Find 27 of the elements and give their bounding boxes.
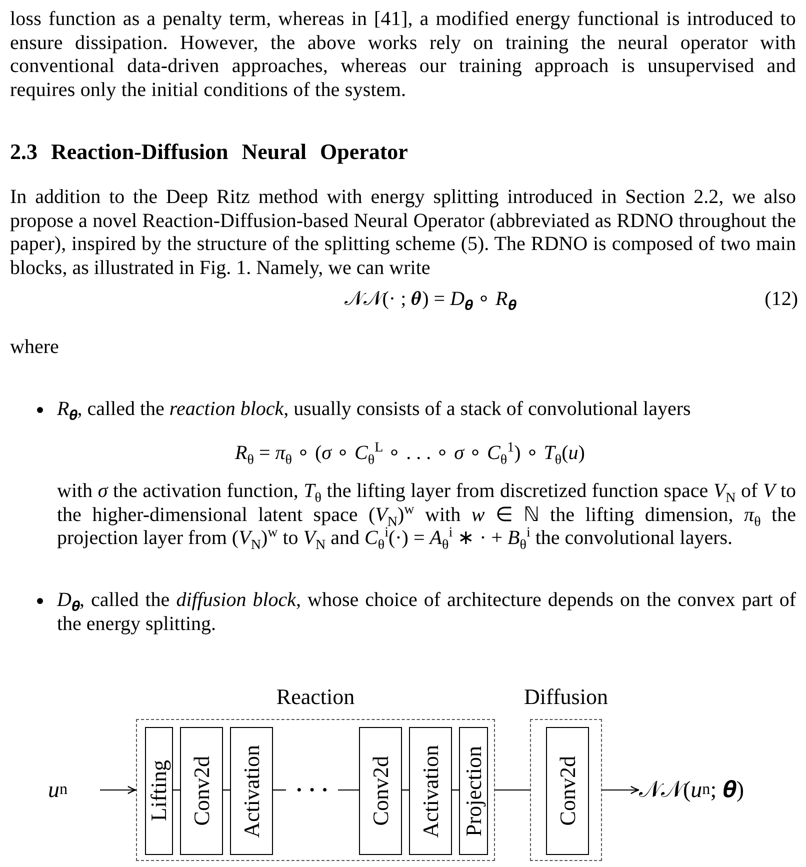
paragraph: loss function as a penalty term, whereas in [41], a modified energy functional is introduced to ensure dissipation. However, the above works rely on training the neural operator with conventional data-driven approaches, whereas our training approach is unsupervised and requires only the initial conditions of the system. <box>10 8 796 102</box>
paragraph: where <box>10 336 60 360</box>
layer-box: Projection <box>459 727 488 855</box>
section-heading: 2.3 Reaction-Diffusion Neural Operator <box>10 140 408 164</box>
layer-box: Activation <box>230 727 273 855</box>
paragraph: In addition to the Deep Ritz method with energy splitting introduced in Section 2.2, we also propose a novel Reaction-Diffusion-based Neural Operator (abbreviated as RDNO throughout the paper), inspired by the structure of the splitting scheme (5). The RDNO is composed of two main blocks, as illustrated in Fig. 1. Namely, we can write <box>10 186 796 280</box>
paragraph: with σ the activation function, T$_{θ}$ the lifting layer from discretized function space V$_{N}$ of V to the higher-dimensional latent space (V$_{N}$)$^{w}$ with w ∈ ℕ the lifting dimension, π$_{θ}$ the projection layer from (V$_{N}$)$^{w}$ to V$_{N}$ and C$_{θ}$$^{i}$(·) = A$_{θ}$$^{i}$ ∗ · + B$_{θ}$$^{i}$ the convolutional layers. <box>57 480 796 550</box>
bullet-text: R$_{𝜽}$, called the reaction block, usually consists of a stack of convolutional layers <box>57 398 692 422</box>
connector-line <box>452 789 459 791</box>
layer-box: Activation <box>409 727 452 855</box>
equation: 𝒩𝒩(· ; 𝜽) = D$_{𝜽}$ ∘ R$_{𝜽}$ <box>343 288 518 312</box>
group-heading: Diffusion <box>524 684 608 710</box>
equation-number: (12) <box>764 288 798 312</box>
group-heading: Reaction <box>276 684 355 710</box>
bullet-text: D$_{𝜽}$, called the diffusion block, whose choice of architecture depends on the convex part of the energy splitting. <box>57 589 796 636</box>
connector-line <box>495 789 530 791</box>
connector-line <box>273 789 286 791</box>
layer-box: Conv2d <box>359 727 402 855</box>
connector-line <box>173 789 180 791</box>
connector-line <box>338 789 359 791</box>
layer-box: Lifting <box>145 727 173 855</box>
layer-box: Conv2d <box>546 727 589 855</box>
equation: R$_{θ}$ = π$_{θ}$ ∘ (σ ∘ C$_{θ}$$^{L}$ ∘ . . . ∘ σ ∘ C$_{θ}$$^{1}$) ∘ T$_{θ}$(u) <box>234 442 586 466</box>
connector-line <box>402 789 409 791</box>
ellipsis-dots: · · · <box>286 770 338 810</box>
layer-box: Conv2d <box>180 727 223 855</box>
connector-line <box>223 789 230 791</box>
